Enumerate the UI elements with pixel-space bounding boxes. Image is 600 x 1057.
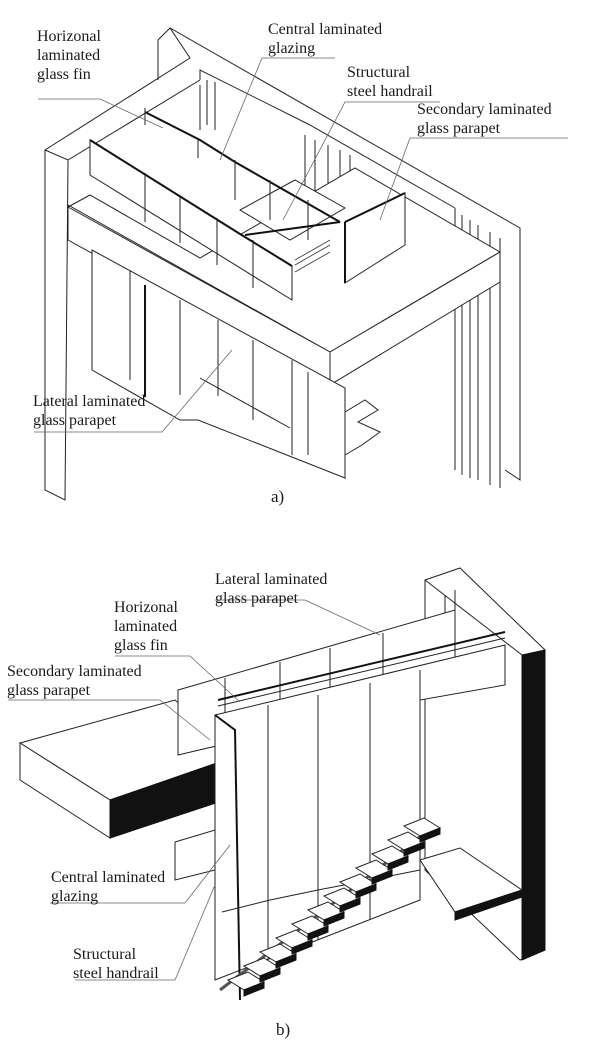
figure-a: Horizonal laminated glass fin Central la… (0, 0, 600, 520)
label-central-glazing: Central laminated glazing (268, 20, 382, 58)
label-line: Central laminated (51, 869, 166, 886)
lower-glass-parapet (91, 249, 381, 479)
label-horizontal-fin: Horizonal laminated glass fin (114, 598, 178, 655)
stair-riser (307, 925, 329, 941)
stair-riser (339, 897, 361, 913)
label-line: glass fin (37, 66, 91, 83)
label-central-glazing: Central laminated glazing (51, 868, 165, 906)
label-line: Horizonal (37, 28, 101, 45)
label-line: laminated (37, 47, 101, 64)
label-line: Horizonal (114, 599, 178, 616)
label-line: steel handrail (347, 83, 433, 100)
label-line: Lateral laminated (33, 393, 146, 410)
leader-lines (34, 57, 568, 433)
label-lateral-parapet: Lateral laminated glass parapet (215, 570, 327, 608)
stair-riser (387, 855, 409, 871)
label-line: Structural (73, 946, 137, 963)
label-line: Central laminated (268, 21, 383, 38)
label-horizontal-fin: Horizonal laminated glass fin (37, 27, 101, 84)
figure-b-drawing (8, 567, 546, 1001)
stair-riser (291, 939, 313, 955)
stair-riser (323, 911, 345, 927)
label-line: glass fin (114, 637, 168, 654)
label-line: laminated (114, 618, 178, 635)
label-line: glass parapet (215, 590, 299, 607)
label-handrail: Structural steel handrail (347, 63, 433, 101)
caption-b: b) (276, 1020, 291, 1039)
label-secondary-parapet: Secondary laminated glass parapet (7, 662, 142, 700)
label-line: glass parapet (33, 412, 117, 429)
label-line: Secondary laminated (7, 663, 142, 680)
stair-riser (243, 981, 265, 997)
figure-b: Lateral laminated glass parapet Horizona… (0, 550, 600, 1057)
caption-a: a) (271, 487, 285, 506)
glass-panels (177, 609, 506, 1001)
label-line: glass parapet (7, 682, 91, 699)
leader-lines (8, 599, 381, 981)
label-line: steel handrail (73, 965, 159, 982)
stair-riser (259, 967, 281, 983)
label-line: Structural (347, 64, 411, 81)
stair-riser (371, 869, 393, 885)
figure-a-drawing (34, 27, 568, 501)
label-line: glazing (51, 888, 99, 905)
upper-glass-parapet (89, 108, 406, 301)
label-line: glazing (268, 40, 316, 57)
label-line: Lateral laminated (215, 571, 328, 588)
label-line: glass parapet (417, 120, 501, 137)
label-lateral-parapet: Lateral laminated glass parapet (33, 392, 145, 430)
staircase (226, 817, 442, 997)
stair-riser (275, 953, 297, 969)
label-secondary-parapet: Secondary laminated glass parapet (417, 100, 552, 138)
label-handrail: Structural steel handrail (73, 945, 159, 983)
stair-riser (355, 883, 377, 899)
stair-riser (419, 827, 441, 843)
label-line: Secondary laminated (417, 101, 552, 118)
stair-riser (403, 841, 425, 857)
